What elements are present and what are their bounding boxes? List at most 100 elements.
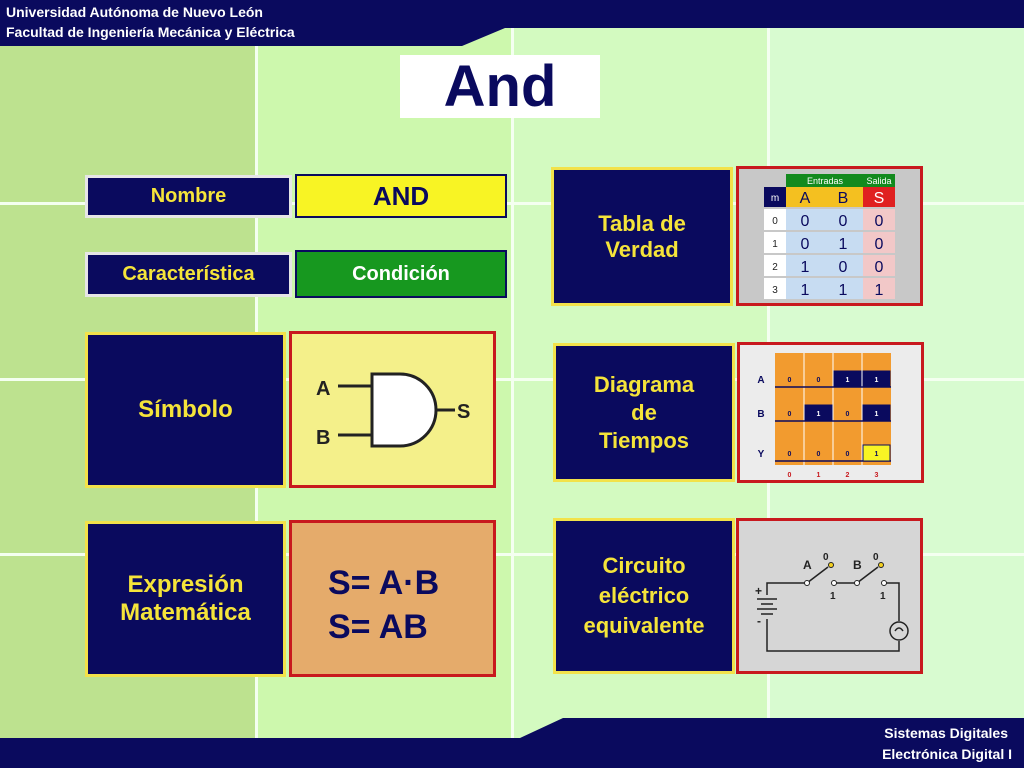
circuito-label-line1: Circuito <box>602 553 686 578</box>
battery-minus: - <box>757 614 761 628</box>
tt-cell: 3 <box>772 285 778 296</box>
tabla-panel: Entradas Salida m A B S 0 0 0 0 1 0 1 0 <box>736 166 923 306</box>
nombre-value: AND <box>372 180 430 211</box>
timing-high-pulse <box>862 444 891 462</box>
gate-input-b: B <box>316 427 330 449</box>
switch-a-label: A <box>803 558 812 572</box>
footer-program: Electrónica Digital I <box>882 746 1012 762</box>
tt-cell: 1 <box>875 282 884 299</box>
timing-value: 0 <box>788 377 792 384</box>
tabla-label-line1: Tabla de <box>598 210 686 236</box>
tabla-label-box: Tabla de Verdad <box>551 167 733 306</box>
tt-group-inputs: Entradas <box>807 176 844 186</box>
expresion-eq2: S= AB <box>328 608 428 646</box>
nombre-label: Nombre <box>150 185 227 207</box>
grid-line <box>511 0 514 768</box>
timing-high-pulse <box>804 404 833 422</box>
switch-a-off: 0 <box>823 552 829 563</box>
switch-a-on: 1 <box>830 591 836 602</box>
tt-cell: 1 <box>801 282 810 299</box>
gate-output-s: S <box>457 401 470 423</box>
nombre-value-box: AND <box>295 174 507 218</box>
expresion-eq1: S= A·B <box>328 564 440 602</box>
timing-high-pulse <box>862 404 891 422</box>
circuito-label-line2: eléctrico <box>598 583 690 608</box>
timing-time-label: 0 <box>788 472 792 479</box>
tt-row-0: 0 0 0 0 <box>764 209 895 230</box>
timing-time-label: 1 <box>817 472 821 479</box>
expresion-label-line2: Matemática <box>120 599 251 626</box>
tt-cell: 0 <box>875 236 884 253</box>
slide-title-box: And <box>400 54 600 119</box>
expresion-panel: S= A·B S= AB <box>289 520 496 677</box>
timing-value: 1 <box>875 411 879 418</box>
timing-value: 0 <box>846 451 850 458</box>
simbolo-panel: A B S <box>289 331 496 488</box>
header-university: Universidad Autónoma de Nuevo León <box>6 4 263 20</box>
footer-band <box>0 718 1024 768</box>
timing-value: 0 <box>817 377 821 384</box>
and-gate-symbol: A B S <box>316 372 470 449</box>
circuito-label-line3: equivalente <box>583 613 705 638</box>
timing-value: 1 <box>875 377 879 384</box>
timing-high-pulse <box>833 370 862 388</box>
diagrama-label-line2: de <box>631 399 657 425</box>
tabla-label-line2: Verdad <box>605 236 679 262</box>
circuit-diagram: A 0 1 B 0 1 + - <box>755 552 909 652</box>
tt-header-a: A <box>800 190 811 207</box>
footer-course: Sistemas Digitales <box>884 725 1008 741</box>
tt-row-1: 1 0 1 0 <box>764 232 895 253</box>
circuito-panel: A 0 1 B 0 1 + - <box>736 518 923 674</box>
caracteristica-value: Condición <box>352 262 450 285</box>
tt-cell: 0 <box>839 259 848 276</box>
tt-header-b: B <box>838 190 849 207</box>
timing-time-label: 2 <box>846 472 850 479</box>
timing-signal-name: B <box>757 409 764 420</box>
caracteristica-value-box: Condición <box>295 250 507 298</box>
tt-cell: 0 <box>801 236 810 253</box>
timing-high-pulse <box>862 370 891 388</box>
timing-time-label: 3 <box>875 472 879 479</box>
diagrama-label-box: Diagrama de Tiempos <box>553 343 735 482</box>
header-faculty: Facultad de Ingeniería Mecánica y Eléctr… <box>6 24 295 40</box>
tt-group-output: Salida <box>866 176 891 186</box>
timing-value: 0 <box>788 411 792 418</box>
simbolo-label-box: Símbolo <box>85 332 286 488</box>
tt-cell: 2 <box>772 262 778 273</box>
header-band <box>0 0 1024 46</box>
switch-b-off: 0 <box>873 552 879 563</box>
switch-b-on: 1 <box>880 591 886 602</box>
tt-header-m: m <box>771 193 779 204</box>
caracteristica-label-box: Característica <box>85 252 292 297</box>
truth-table: Entradas Salida m A B S 0 0 0 0 1 0 1 0 <box>764 174 895 299</box>
tt-cell: 0 <box>875 213 884 230</box>
diagrama-label-line1: Diagrama <box>593 371 695 397</box>
timing-value: 1 <box>846 377 850 384</box>
tt-cell: 0 <box>839 213 848 230</box>
tt-cell: 0 <box>772 216 778 227</box>
timing-value: 1 <box>817 411 821 418</box>
diagrama-label-line3: Tiempos <box>598 427 690 453</box>
tt-cell: 1 <box>801 259 810 276</box>
timing-signal-name: A <box>757 375 764 386</box>
tt-row-3: 3 1 1 1 <box>764 278 895 299</box>
tt-cell: 0 <box>801 213 810 230</box>
tt-cell: 1 <box>839 282 848 299</box>
caracteristica-label: Característica <box>122 263 255 285</box>
circuito-label-box: Circuito eléctrico equivalente <box>553 518 735 674</box>
timing-value: 0 <box>817 451 821 458</box>
battery-plus: + <box>755 584 762 598</box>
simbolo-label: Símbolo <box>138 396 233 423</box>
tt-cell: 1 <box>772 239 778 250</box>
gate-input-a: A <box>316 378 330 400</box>
tt-cell: 0 <box>875 259 884 276</box>
timing-signal-name: Y <box>758 449 765 460</box>
tt-row-2: 2 1 0 0 <box>764 255 895 276</box>
timing-value: 1 <box>875 451 879 458</box>
switch-b-label: B <box>853 558 862 572</box>
expresion-label-box: Expresión Matemática <box>85 521 286 677</box>
nombre-label-box: Nombre <box>85 175 292 218</box>
expresion-label-line1: Expresión <box>127 571 244 598</box>
